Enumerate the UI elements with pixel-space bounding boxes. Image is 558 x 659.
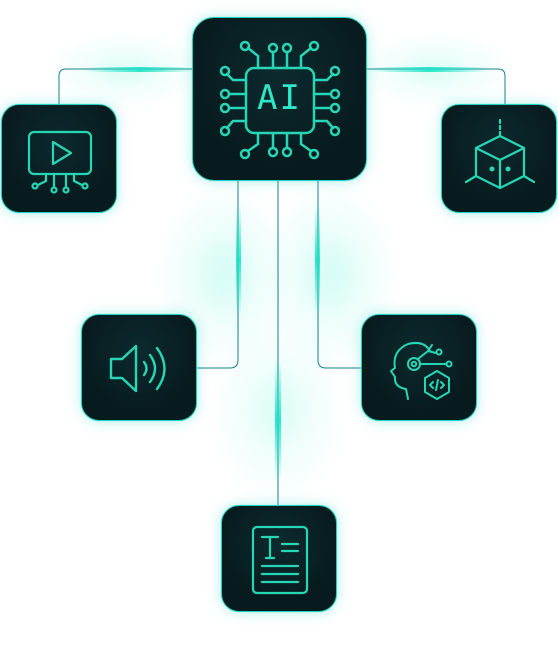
video-play-icon <box>27 130 93 194</box>
text-document-icon <box>251 525 309 595</box>
connector-video <box>58 68 192 104</box>
code-node[interactable] <box>361 314 477 421</box>
text-node[interactable] <box>221 505 337 612</box>
3d-cube-icon <box>464 118 536 190</box>
ai-center-node[interactable]: AI <box>192 17 367 181</box>
ai-head-code-icon <box>390 341 453 400</box>
connector-code <box>317 181 362 369</box>
ai-chip-icon <box>219 40 341 160</box>
ai-label: AI <box>257 78 302 118</box>
speaker-icon <box>109 344 166 393</box>
video-node[interactable] <box>1 104 117 213</box>
connector-3d <box>366 68 506 104</box>
connector-audio <box>196 181 239 369</box>
3d-node[interactable] <box>441 104 557 213</box>
audio-node[interactable] <box>81 314 197 421</box>
